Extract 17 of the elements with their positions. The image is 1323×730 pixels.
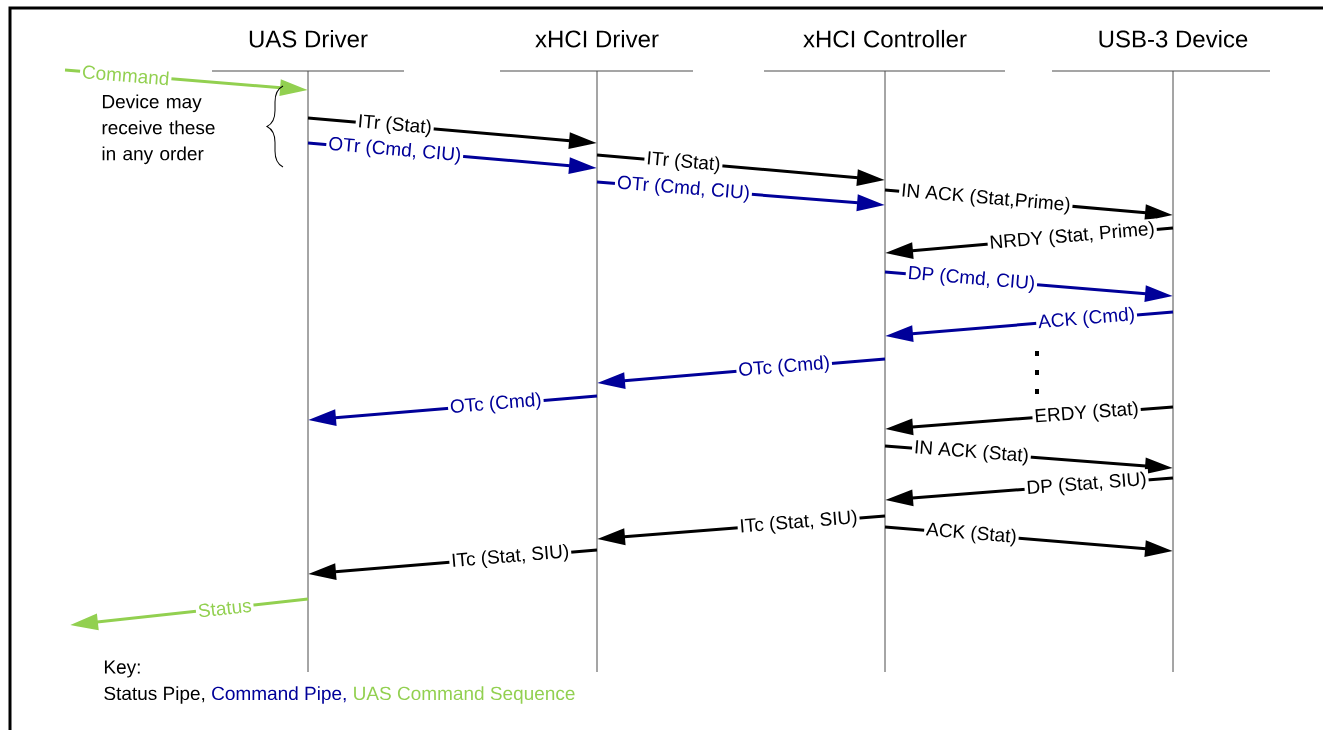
edge-label: ACK (Stat) xyxy=(923,519,1020,549)
edge-label: IN ACK (Stat) xyxy=(911,437,1032,468)
edge-label: ITc (Stat, SIU) xyxy=(448,541,573,574)
edge-label: Command xyxy=(79,62,173,88)
note-text: Device may receive these in any order xyxy=(102,94,215,165)
edge-label: ACK (Cmd) xyxy=(1035,304,1138,335)
legend-text: Status Pipe, Command Pipe, UAS Command Sequence xyxy=(104,686,575,704)
edge-label: OTc (Cmd) xyxy=(735,352,833,383)
edge-label: ERDY (Stat) xyxy=(1031,398,1142,429)
edge-label: ITc (Stat, SIU) xyxy=(736,507,861,539)
edge-label: ITr (Stat) xyxy=(354,111,435,140)
edge-label: DP (Stat, SIU) xyxy=(1023,469,1150,501)
key-heading: Key: xyxy=(104,660,140,678)
edge-label: OTc (Cmd) xyxy=(447,389,545,420)
edge-label: Status xyxy=(195,596,255,620)
edge-label: DP (Cmd, CIU) xyxy=(904,262,1038,296)
edge-label: ITr (Stat) xyxy=(643,148,724,177)
